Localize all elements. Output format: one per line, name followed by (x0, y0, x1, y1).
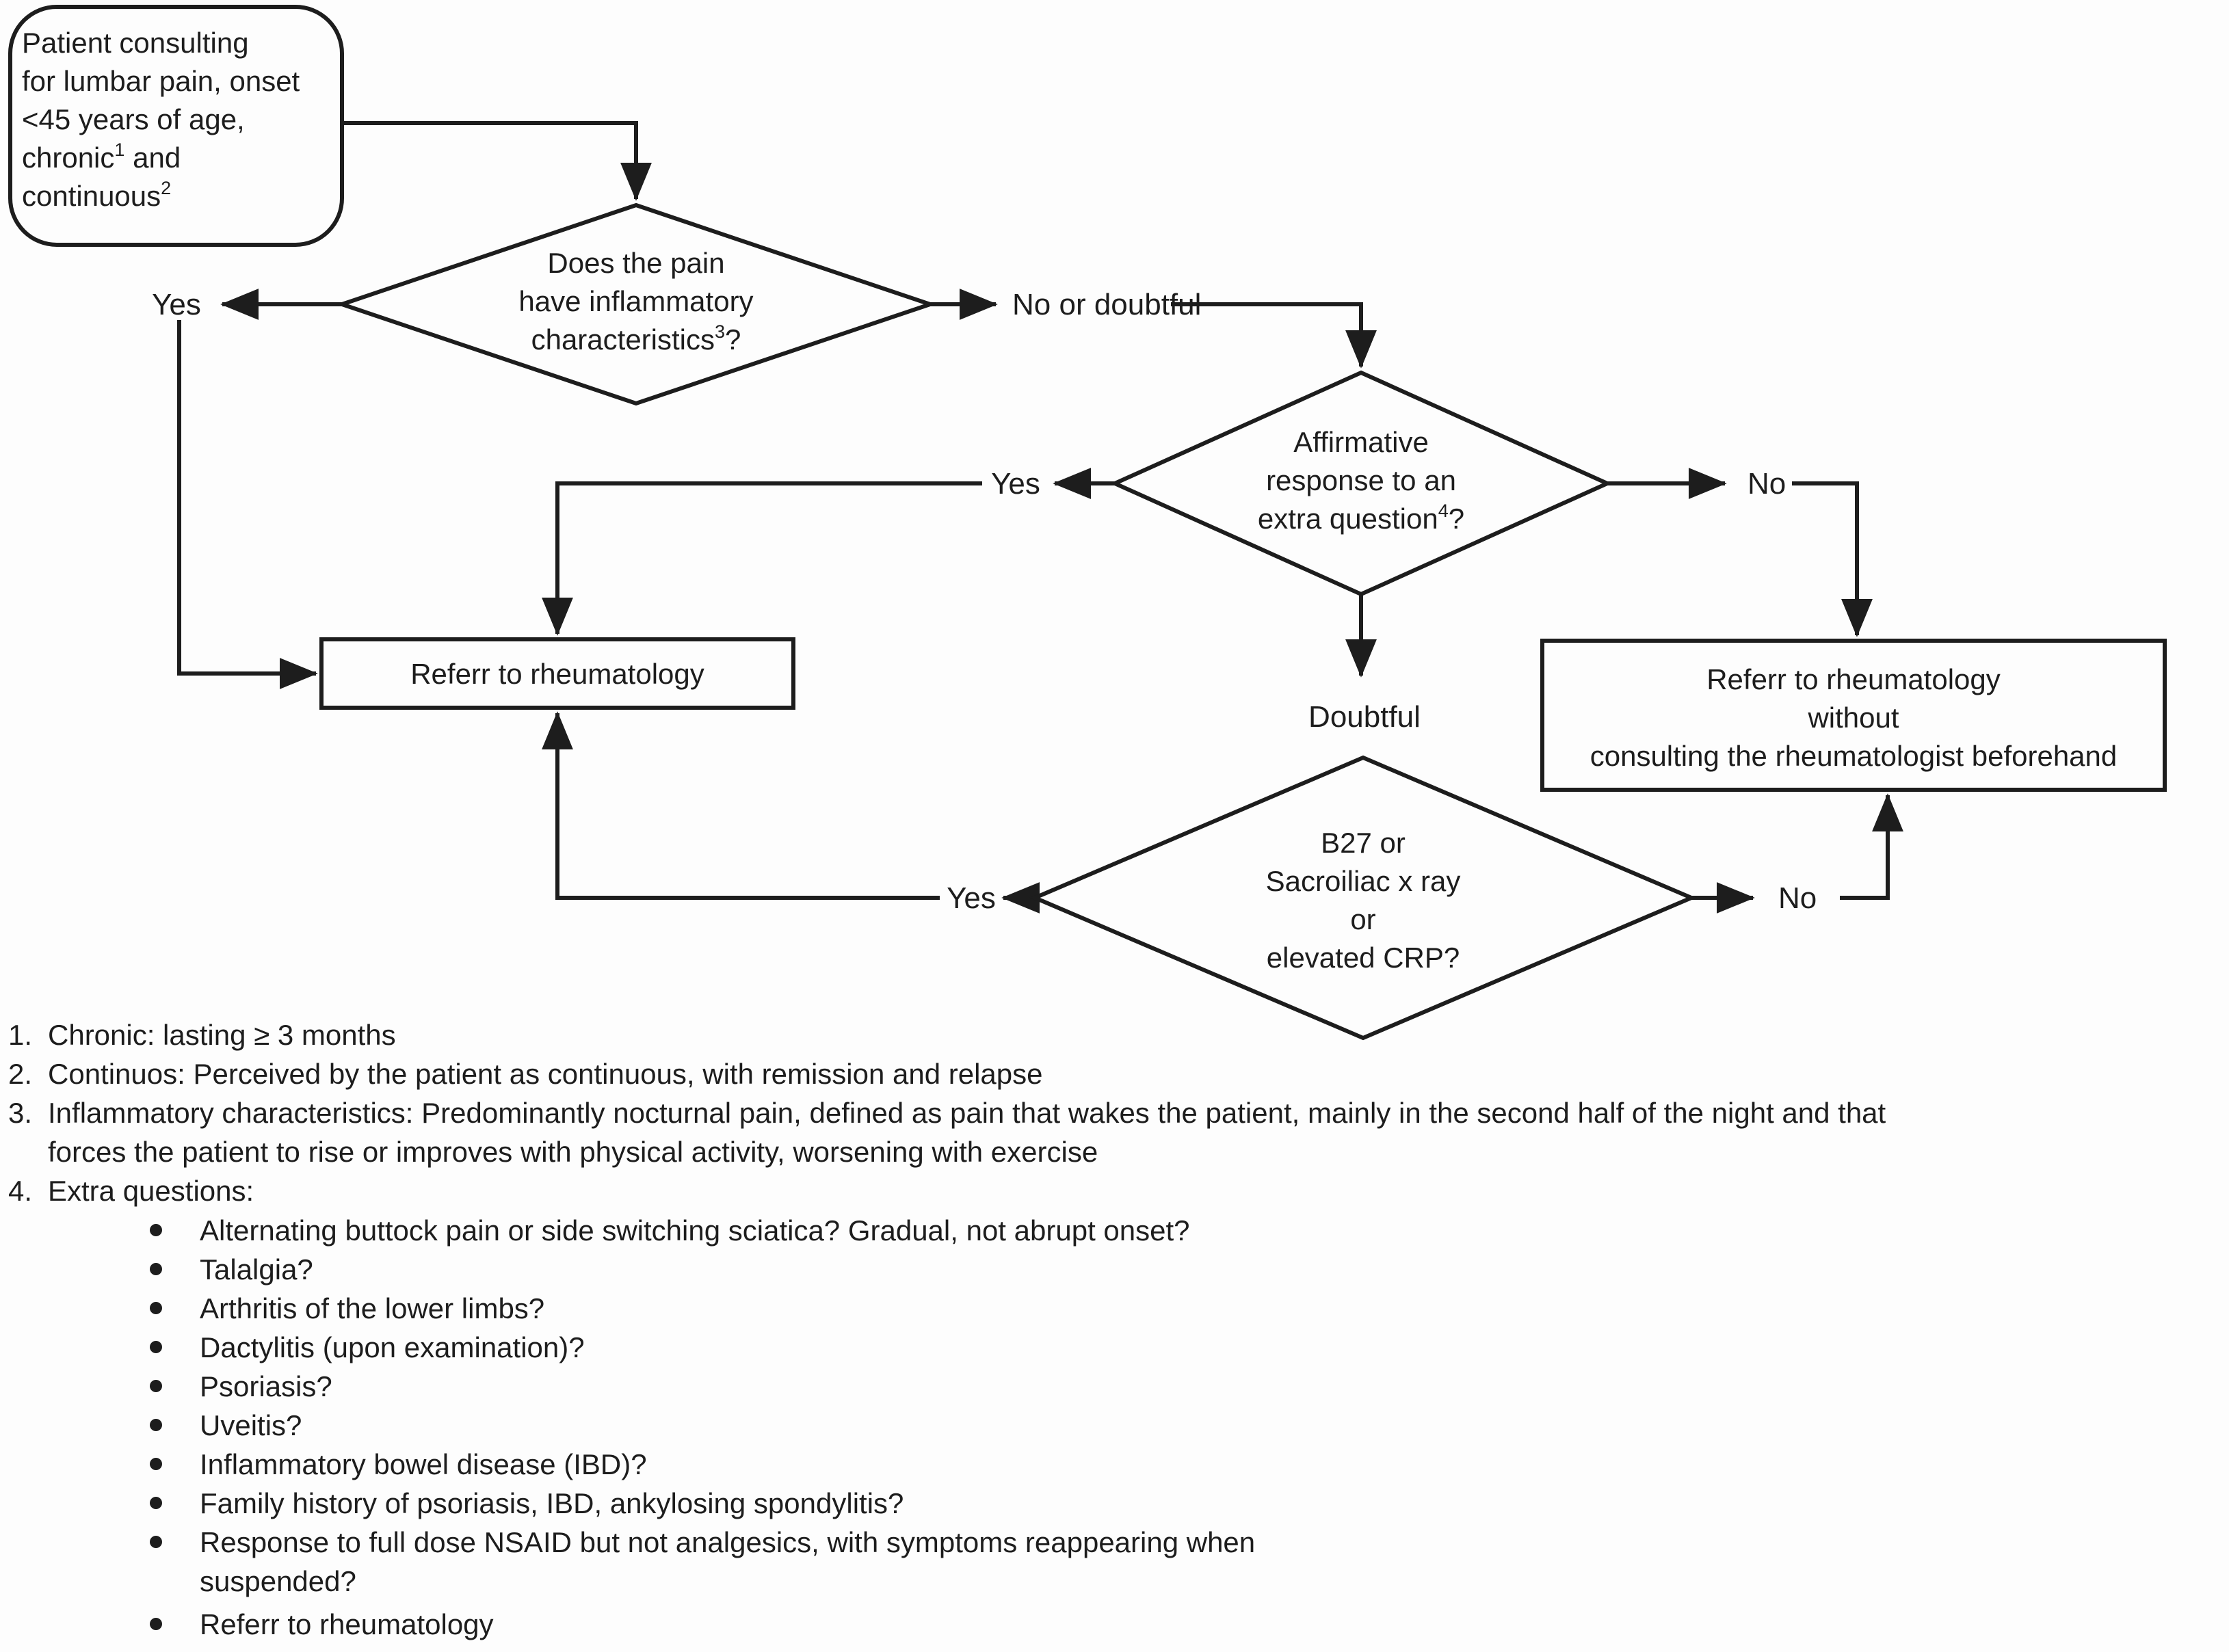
bullet-dot (150, 1302, 162, 1314)
bullet-dot (150, 1224, 162, 1236)
bullet-item: Uveitis? (200, 1409, 302, 1441)
decision-line: Affirmative (1293, 426, 1429, 458)
footnote-text: Continuos: Perceived by the patient as c… (48, 1058, 1043, 1090)
label-yes-3: Yes (947, 881, 996, 915)
label-doubtful: Doubtful (1308, 700, 1421, 734)
decision-diamond (1109, 370, 1613, 597)
footnote-text: Extra questions: (48, 1175, 254, 1207)
refer-direct-box-rect (1540, 639, 2167, 792)
start-node: Patient consulting for lumbar pain, onse… (8, 5, 344, 247)
bullet-dot (150, 1419, 162, 1431)
label-no-3: No (1778, 881, 1817, 915)
bullet-dot (150, 1618, 162, 1630)
decision-diamond (1029, 755, 1697, 1041)
footnote-number: 1. (8, 1019, 32, 1051)
decision-line: characteristics3? (531, 321, 741, 356)
refer-box-label: Referr to rheumatology (410, 658, 704, 690)
arrow-no2-to-refer-direct-box-top (1792, 481, 1873, 637)
arrow-yes1-to-refer-box (177, 320, 318, 689)
start-node-box (8, 5, 344, 247)
bullet-item: Alternating buttock pain or side switchi… (200, 1214, 1190, 1247)
bullet-item: Family history of psoriasis, IBD, ankylo… (200, 1487, 904, 1519)
bullet-item-continuation: suspended? (200, 1565, 356, 1597)
start-node-line: continuous2 (22, 178, 171, 212)
decision-line: have inflammatory (518, 285, 753, 317)
decision-line: elevated CRP? (1267, 942, 1460, 974)
bullet-item: Dactylitis (upon examination)? (200, 1331, 585, 1363)
bullet-item: Talalgia? (200, 1253, 313, 1285)
arrow-yes3-to-refer-box-bottom (542, 711, 940, 900)
bullet-item: Arthritis of the lower limbs? (200, 1292, 544, 1324)
decision-line: response to an (1266, 464, 1456, 496)
start-node-line: <45 years of age, (22, 103, 245, 135)
bullet-dot (150, 1263, 162, 1275)
start-node-line: chronic1 and (22, 139, 181, 174)
arrow-start-to-d1 (342, 121, 652, 201)
decision-line: or (1350, 903, 1375, 935)
bullet-dot (150, 1380, 162, 1392)
decision-line: Does the pain (547, 247, 724, 279)
bullet-item: Response to full dose NSAID but not anal… (200, 1526, 1255, 1558)
label-no-or-doubtful: No or doubtful (1012, 288, 1201, 321)
label-no-2: No (1747, 467, 1786, 501)
arrow-no-or-doubtful-to-d2 (1171, 302, 1377, 369)
decision-line: B27 or (1321, 827, 1406, 859)
footnote-text: Inflammatory characteristics: Predominan… (48, 1097, 1886, 1129)
bullet-dot (150, 1536, 162, 1548)
bullet-dot (150, 1497, 162, 1509)
refer-direct-line: Referr to rheumatology (1706, 663, 2001, 695)
bullet-item: Referr to rheumatology (200, 1608, 494, 1640)
decision-b27-sacroiliac-crp: B27 or Sacroiliac x ray or elevated CRP? (1029, 755, 1697, 1041)
refer-direct-box: Referr to rheumatology without consultin… (1540, 639, 2167, 792)
footnotes: 1. Chronic: lasting ≥ 3 months 2. Contin… (8, 1019, 1886, 1640)
arrow-no3-to-refer-direct-box-bottom (1840, 793, 1903, 900)
label-yes-2: Yes (991, 467, 1040, 501)
decision-line: extra question4? (1258, 501, 1464, 535)
refer-box-rect (319, 637, 795, 710)
bullet-dot (150, 1341, 162, 1353)
refer-to-rheumatology-box: Referr to rheumatology (319, 637, 795, 710)
decision-diamond (335, 202, 937, 406)
footnote-number: 2. (8, 1058, 32, 1090)
bullet-item: Psoriasis? (200, 1370, 332, 1402)
decision-line: Sacroiliac x ray (1266, 865, 1461, 897)
start-node-line: Patient consulting (22, 27, 249, 59)
bullet-dot (150, 1458, 162, 1470)
arrow-yes2-to-refer-box-top (542, 481, 982, 636)
footnote-number: 4. (8, 1175, 32, 1207)
footnote-text: Chronic: lasting ≥ 3 months (48, 1019, 396, 1051)
footnote-number: 3. (8, 1097, 32, 1129)
start-node-line: for lumbar pain, onset (22, 65, 300, 97)
footnote-text-continuation: forces the patient to rise or improves w… (48, 1136, 1098, 1168)
label-yes-1: Yes (152, 288, 201, 321)
refer-direct-line: consulting the rheumatologist beforehand (1590, 740, 2118, 772)
refer-direct-line: without (1807, 702, 1899, 734)
decision-extra-question: Affirmative response to an extra questio… (1109, 370, 1613, 597)
bullet-item: Inflammatory bowel disease (IBD)? (200, 1448, 647, 1480)
decision-inflammatory-characteristics: Does the pain have inflammatory characte… (335, 202, 937, 406)
